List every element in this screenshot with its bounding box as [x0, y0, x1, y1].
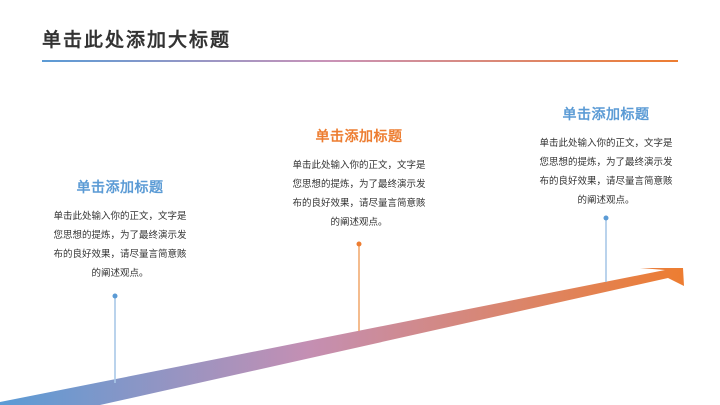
milestone-card-1: 单击添加标题 单击此处输入你的正文，文字是 您思想的提炼，为了最终演示发 布的良… — [35, 178, 205, 283]
rising-arrow-icon — [0, 268, 684, 405]
body-line: 的阐述观点。 — [91, 268, 149, 279]
milestone-1-body[interactable]: 单击此处输入你的正文，文字是 您思想的提炼，为了最终演示发 布的良好效果，请尽量… — [35, 207, 205, 283]
milestone-1-title[interactable]: 单击添加标题 — [76, 180, 164, 196]
body-line: 单击此处输入你的正文，文字是 — [53, 211, 187, 222]
milestone-3-body[interactable]: 单击此处输入你的正文，文字是 您思想的提炼，为了最终演示发 布的良好效果，请尽量… — [521, 134, 691, 210]
body-line: 的阐述观点。 — [577, 195, 635, 206]
body-line: 单击此处输入你的正文，文字是 — [539, 138, 673, 149]
milestone-2-body[interactable]: 单击此处输入你的正文，文字是 您思想的提炼，为了最终演示发 布的良好效果，请尽量… — [274, 156, 444, 232]
body-line: 布的良好效果，请尽量言简意赅 — [539, 176, 673, 187]
body-line: 单击此处输入你的正文，文字是 — [292, 160, 426, 171]
body-line: 您思想的提炼，为了最终演示发 — [53, 230, 187, 241]
milestone-card-2: 单击添加标题 单击此处输入你的正文，文字是 您思想的提炼，为了最终演示发 布的良… — [274, 127, 444, 232]
slide-title[interactable]: 单击此处添加大标题 — [42, 29, 232, 51]
body-line: 您思想的提炼，为了最终演示发 — [292, 179, 426, 190]
milestone-card-3: 单击添加标题 单击此处输入你的正文，文字是 您思想的提炼，为了最终演示发 布的良… — [521, 105, 691, 210]
milestone-2-dot-icon — [356, 241, 362, 247]
body-line: 您思想的提炼，为了最终演示发 — [539, 157, 673, 168]
milestone-1-dot-icon — [112, 293, 118, 299]
milestone-2-title[interactable]: 单击添加标题 — [315, 129, 403, 145]
body-line: 布的良好效果，请尽量言简意赅 — [292, 198, 426, 209]
milestone-3-dot-icon — [603, 215, 609, 221]
title-underline — [42, 60, 678, 62]
body-line: 布的良好效果，请尽量言简意赅 — [53, 249, 187, 260]
body-line: 的阐述观点。 — [330, 217, 388, 228]
milestone-3-title[interactable]: 单击添加标题 — [562, 107, 650, 123]
